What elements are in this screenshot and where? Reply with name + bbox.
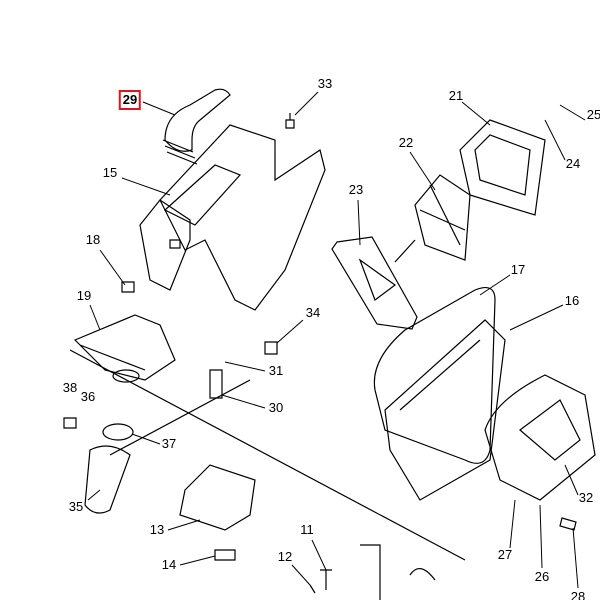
part-label-31[interactable]: 31 bbox=[268, 363, 284, 378]
part-label-30[interactable]: 30 bbox=[268, 400, 284, 415]
part-label-19[interactable]: 19 bbox=[76, 288, 92, 303]
part-label-15[interactable]: 15 bbox=[102, 165, 118, 180]
bolt-38 bbox=[63, 417, 77, 429]
part-label-22[interactable]: 22 bbox=[398, 135, 414, 150]
cap-13 bbox=[179, 464, 256, 531]
intake-tube-part bbox=[164, 88, 231, 152]
part-label-13[interactable]: 13 bbox=[149, 522, 165, 537]
part-label-37[interactable]: 37 bbox=[161, 436, 177, 451]
part-label-36[interactable]: 36 bbox=[80, 389, 96, 404]
part-label-38[interactable]: 38 bbox=[62, 380, 78, 395]
airbox-side bbox=[139, 199, 191, 291]
part-label-14[interactable]: 14 bbox=[161, 557, 177, 572]
filter-bolt bbox=[394, 239, 416, 263]
part-label-35[interactable]: 35 bbox=[68, 499, 84, 514]
leader-lines bbox=[87, 91, 586, 589]
bolt-33 bbox=[285, 113, 295, 129]
airbox-part bbox=[159, 124, 326, 311]
part-label-24[interactable]: 24 bbox=[565, 156, 581, 171]
cover-35 bbox=[84, 445, 131, 514]
part-label-33[interactable]: 33 bbox=[317, 76, 333, 91]
part-label-23[interactable]: 23 bbox=[348, 182, 364, 197]
part-label-32[interactable]: 32 bbox=[578, 490, 594, 505]
filter-cage-part bbox=[459, 119, 546, 216]
filter-guide-part bbox=[414, 174, 471, 261]
part-label-17[interactable]: 17 bbox=[510, 262, 526, 277]
part-label-11[interactable]: 11 bbox=[300, 522, 314, 537]
part-label-12[interactable]: 12 bbox=[277, 549, 293, 564]
clamp-ring bbox=[112, 369, 140, 383]
part-label-29-highlighted[interactable]: 29 bbox=[118, 90, 142, 110]
clamp-14 bbox=[214, 549, 236, 561]
divider-line bbox=[109, 379, 251, 456]
bolt-34 bbox=[264, 341, 278, 355]
bolt-11 bbox=[320, 569, 332, 590]
part-label-27[interactable]: 27 bbox=[497, 547, 513, 562]
filter-element-part bbox=[331, 236, 418, 330]
bolt-18 bbox=[121, 281, 135, 293]
panel-part bbox=[484, 374, 596, 501]
carb-boot-part bbox=[73, 314, 176, 381]
part-label-26[interactable]: 26 bbox=[534, 569, 550, 584]
divider-line bbox=[69, 349, 466, 561]
collar-30 bbox=[209, 369, 223, 399]
clamp-37 bbox=[102, 423, 134, 441]
part-label-28[interactable]: 28 bbox=[570, 589, 586, 600]
part-label-21[interactable]: 21 bbox=[448, 88, 464, 103]
part-label-25[interactable]: 25 bbox=[586, 107, 600, 122]
part-label-34[interactable]: 34 bbox=[305, 305, 321, 320]
airbox-detail bbox=[163, 164, 242, 249]
part-label-18[interactable]: 18 bbox=[85, 232, 101, 247]
washer-12 bbox=[309, 584, 316, 594]
cover-part bbox=[384, 319, 506, 501]
bolt-28 bbox=[559, 517, 577, 531]
part-label-16[interactable]: 16 bbox=[564, 293, 580, 308]
seal-part bbox=[373, 287, 496, 464]
intake-tube-ribs bbox=[162, 139, 198, 165]
lower-part bbox=[360, 544, 436, 600]
